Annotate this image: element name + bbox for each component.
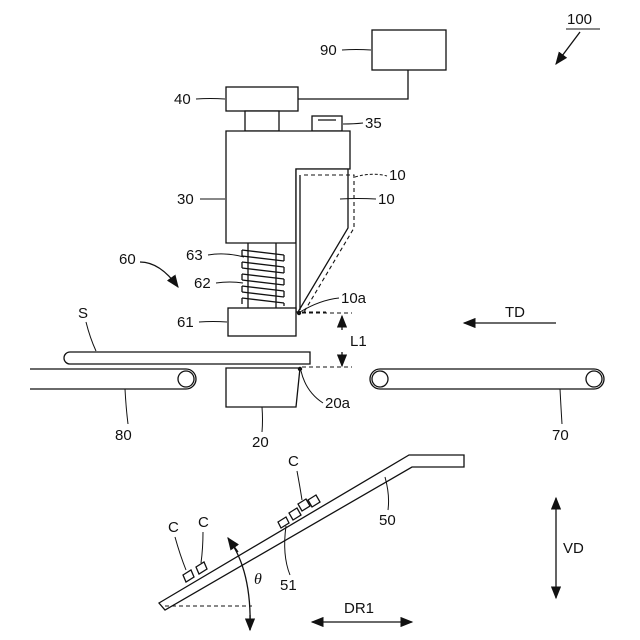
anvil-leader [262, 407, 263, 432]
blade-tip-dot [297, 311, 301, 315]
input-conveyor-leader [125, 389, 128, 424]
angle-label: θ [254, 571, 262, 588]
presser-label: 61 [177, 314, 194, 331]
direction-td-label: TD [505, 304, 525, 321]
sensor-box [312, 116, 342, 131]
actuator-shaft [245, 111, 279, 131]
head-body-label: 30 [177, 191, 194, 208]
system-label: 100 [567, 11, 592, 28]
spring-unit-arrow [140, 262, 178, 287]
chip-label-a: C [168, 519, 179, 536]
blade-leader [340, 199, 376, 200]
vd-label: VD [563, 540, 584, 557]
dr1-label: DR1 [344, 600, 374, 617]
presser-block [228, 308, 296, 336]
spring-top-leader [208, 254, 244, 257]
chute-surface-label: 51 [280, 577, 297, 594]
spring-leader [216, 282, 243, 283]
output-conveyor [370, 369, 604, 389]
sheet [64, 352, 310, 364]
angle-arrow-top [228, 538, 238, 552]
actuator-box [226, 87, 298, 111]
blade-dashed-label: 10 [389, 167, 406, 184]
anvil [226, 368, 300, 407]
sensor-label: 35 [365, 115, 382, 132]
input-conveyor [30, 369, 196, 389]
gap-label: L1 [350, 333, 367, 350]
sensor-leader [343, 123, 363, 124]
anvil-edge-label: 20a [325, 395, 351, 412]
chip-leader-upper [297, 471, 302, 500]
blade-tip-label: 10a [341, 290, 367, 307]
presser-leader [199, 322, 227, 323]
chute [159, 455, 464, 610]
anvil-edge-leader [301, 371, 323, 403]
chute-label: 50 [379, 512, 396, 529]
output-conveyor-leader [560, 389, 562, 424]
sheet-leader [86, 322, 96, 351]
spring-top-label: 63 [186, 247, 203, 264]
sheet-label: S [78, 305, 88, 322]
chip-label-b: C [198, 514, 209, 531]
controller-label: 90 [320, 42, 337, 59]
input-conveyor-label: 80 [115, 427, 132, 444]
blade-dashed-leader [355, 174, 387, 177]
controller-box [372, 30, 446, 70]
blade-label: 10 [378, 191, 395, 208]
output-conveyor-label: 70 [552, 427, 569, 444]
spring-label: 62 [194, 275, 211, 292]
system-arrow [556, 32, 580, 64]
output-conveyor-roller-right [586, 371, 602, 387]
input-conveyor-roller [178, 371, 194, 387]
chip-leader-a [175, 537, 186, 570]
output-conveyor-roller-left [372, 371, 388, 387]
controller-leader [342, 50, 371, 51]
controller-wire [298, 70, 408, 99]
chip-label-upper: C [288, 453, 299, 470]
anvil-label: 20 [252, 434, 269, 451]
actuator-label: 40 [174, 91, 191, 108]
actuator-leader [196, 99, 225, 100]
spring-unit-label: 60 [119, 251, 136, 268]
anvil-edge-dot [298, 367, 302, 371]
chip-leader-b [201, 532, 203, 563]
